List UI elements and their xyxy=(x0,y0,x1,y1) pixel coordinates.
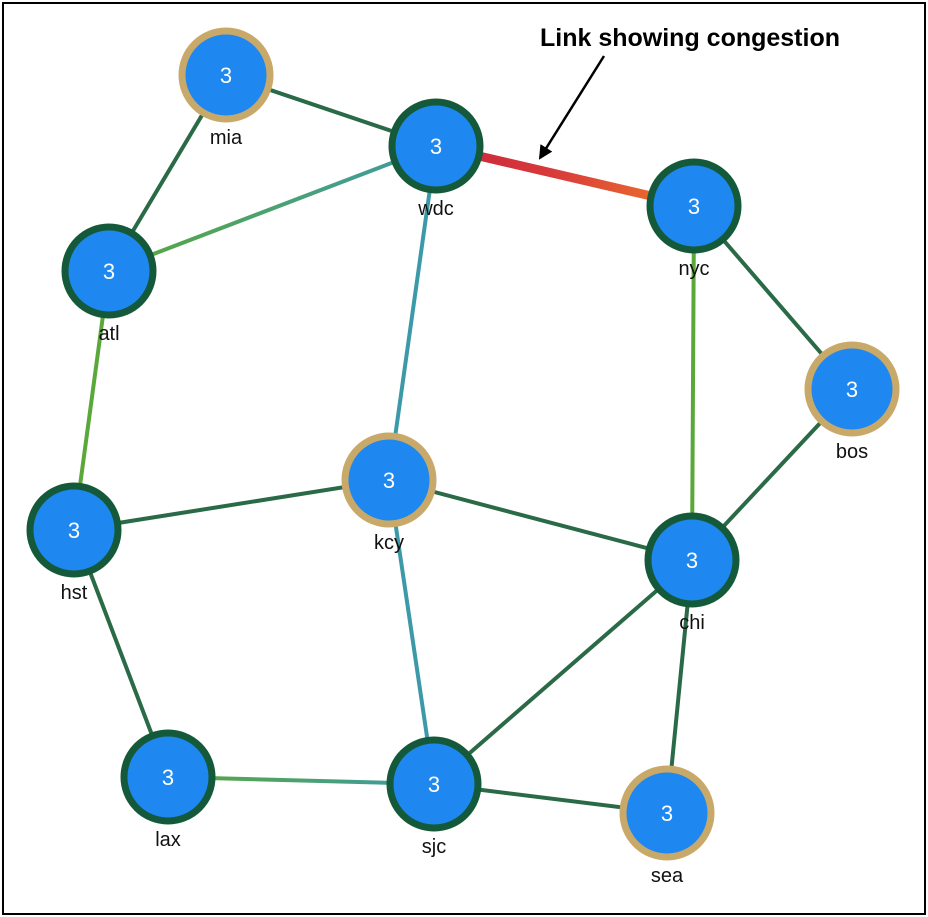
node-circle[interactable] xyxy=(178,27,274,123)
node-count: 3 xyxy=(383,468,395,493)
node-count: 3 xyxy=(220,63,232,88)
node-circle[interactable] xyxy=(388,98,484,194)
node-count: 3 xyxy=(688,194,700,219)
node-mia[interactable]: 3 mia xyxy=(178,27,274,149)
node-label: mia xyxy=(210,127,243,149)
node-sea[interactable]: 3 sea xyxy=(619,765,715,887)
node-count: 3 xyxy=(68,518,80,543)
node-label: chi xyxy=(679,612,705,634)
link-hst-kcy[interactable] xyxy=(72,478,391,532)
node-circle[interactable] xyxy=(386,736,482,832)
link-nyc-chi[interactable] xyxy=(690,204,696,562)
node-label: bos xyxy=(836,441,868,463)
node-count: 3 xyxy=(686,548,698,573)
node-count: 3 xyxy=(162,765,174,790)
node-count: 3 xyxy=(661,801,673,826)
link-kcy-chi[interactable] xyxy=(387,478,694,562)
node-circle[interactable] xyxy=(341,432,437,528)
link-atl-wdc[interactable] xyxy=(107,144,438,273)
node-count: 3 xyxy=(103,259,115,284)
node-label: sea xyxy=(651,865,684,887)
node-circle[interactable] xyxy=(644,512,740,608)
node-nyc[interactable]: 3 nyc xyxy=(646,158,742,280)
node-circle[interactable] xyxy=(804,341,900,437)
node-chi[interactable]: 3 chi xyxy=(644,512,740,634)
node-circle[interactable] xyxy=(61,223,157,319)
node-count: 3 xyxy=(428,772,440,797)
node-lax[interactable]: 3 lax xyxy=(120,729,216,851)
node-bos[interactable]: 3 bos xyxy=(804,341,900,463)
node-hst[interactable]: 3 hst xyxy=(26,482,122,604)
node-kcy[interactable]: 3 kcy xyxy=(341,432,437,554)
link-chi-sjc[interactable] xyxy=(432,558,694,786)
node-circle[interactable] xyxy=(26,482,122,578)
node-count: 3 xyxy=(430,134,442,159)
node-atl[interactable]: 3 atl xyxy=(61,223,157,345)
node-label: lax xyxy=(155,829,181,851)
node-count: 3 xyxy=(846,377,858,402)
nodes-layer: 3 mia 3 wdc 3 nyc 3 atl 3 bos 3 kcy 3 hst 3 chi 3 lax 3 sjc… xyxy=(26,27,900,887)
node-label: hst xyxy=(61,582,88,604)
node-label: nyc xyxy=(678,258,709,280)
node-circle[interactable] xyxy=(619,765,715,861)
congestion-annotation: Link showing congestion xyxy=(538,24,840,160)
node-wdc[interactable]: 3 wdc xyxy=(388,98,484,220)
link-kcy-sjc[interactable] xyxy=(387,478,436,786)
node-label: atl xyxy=(98,323,119,345)
annotation-arrow xyxy=(538,55,606,160)
node-label: wdc xyxy=(417,198,454,220)
annotation-text: Link showing congestion xyxy=(540,24,840,52)
node-label: sjc xyxy=(422,836,446,858)
link-wdc-kcy[interactable] xyxy=(387,144,438,482)
node-label: kcy xyxy=(374,532,404,554)
node-sjc[interactable]: 3 sjc xyxy=(386,736,482,858)
node-circle[interactable] xyxy=(120,729,216,825)
node-circle[interactable] xyxy=(646,158,742,254)
